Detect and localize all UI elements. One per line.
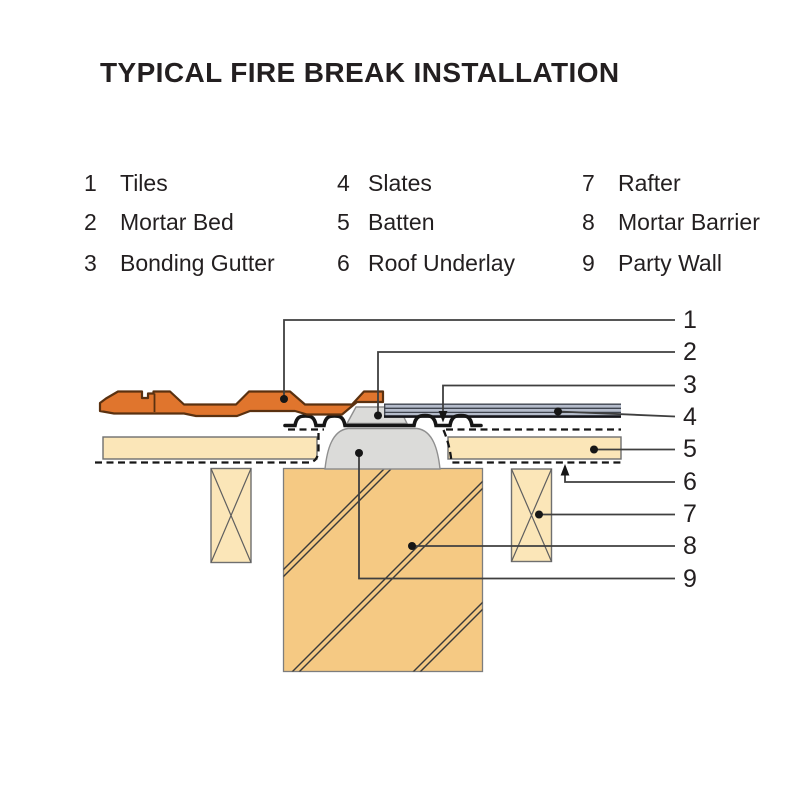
callout-number-6: 6 bbox=[683, 468, 697, 496]
leader-line-1 bbox=[283, 319, 675, 397]
legend-label: Rafter bbox=[618, 170, 681, 196]
legend-label: Party Wall bbox=[618, 250, 722, 276]
legend-label: Tiles bbox=[120, 170, 168, 196]
leader-line-2 bbox=[377, 351, 675, 413]
legend-item-mortar-bed: 2 Mortar Bed bbox=[84, 207, 234, 237]
tiles-shape bbox=[98, 390, 385, 418]
legend-number: 9 bbox=[582, 250, 595, 276]
legend-label: Bonding Gutter bbox=[120, 250, 275, 276]
callout-dot-5 bbox=[590, 445, 598, 454]
legend-item-party-wall: 9 Party Wall bbox=[582, 248, 722, 278]
legend-item-rafter: 7 Rafter bbox=[582, 168, 681, 198]
legend-item-tiles: 1 Tiles bbox=[84, 168, 168, 198]
callout-number-9: 9 bbox=[683, 565, 697, 593]
page-title: TYPICAL FIRE BREAK INSTALLATION bbox=[100, 57, 620, 88]
callout-dot-9 bbox=[355, 449, 363, 457]
batten-right-shape bbox=[447, 436, 622, 460]
callout-number-3: 3 bbox=[683, 371, 697, 399]
legend-number: 6 bbox=[337, 250, 350, 276]
down-arrow-icon bbox=[438, 411, 448, 423]
legend-item-bonding-gutter: 3 Bonding Gutter bbox=[84, 248, 275, 278]
bonding-gutter-shape bbox=[283, 413, 483, 428]
roof-underlay-dashed-line bbox=[95, 428, 621, 464]
legend-item-slates: 4 Slates bbox=[337, 168, 432, 198]
legend-number: 2 bbox=[84, 209, 97, 235]
rafter-left-shape bbox=[210, 467, 252, 564]
legend-item-batten: 5 Batten bbox=[337, 207, 435, 237]
callout-dot-2 bbox=[374, 411, 382, 420]
legend-label: Mortar Barrier bbox=[618, 209, 760, 235]
up-arrow-icon bbox=[560, 464, 570, 476]
legend-item-mortar-barrier: 8 Mortar Barrier bbox=[582, 207, 760, 237]
callout-dot-1 bbox=[280, 395, 288, 403]
legend-number: 1 bbox=[84, 170, 97, 196]
legend-number: 7 bbox=[582, 170, 595, 196]
legend-label: Roof Underlay bbox=[368, 250, 516, 276]
callout-number-1: 1 bbox=[683, 306, 697, 334]
callout-number-5: 5 bbox=[683, 435, 697, 463]
party-wall-hatch bbox=[283, 468, 483, 672]
legend-label: Slates bbox=[368, 170, 432, 196]
legend-number: 8 bbox=[582, 209, 595, 235]
callout-number-4: 4 bbox=[683, 403, 697, 431]
callout-number-2: 2 bbox=[683, 338, 697, 366]
legend-number: 3 bbox=[84, 250, 97, 276]
leader-line-4 bbox=[557, 410, 676, 418]
callout-number-7: 7 bbox=[683, 500, 697, 528]
callout-dot-8 bbox=[408, 542, 416, 550]
leader-line-3 bbox=[442, 384, 675, 412]
leader-line-6 bbox=[564, 474, 675, 483]
callout-dot-7 bbox=[535, 510, 543, 519]
legend-number: 4 bbox=[337, 170, 350, 196]
callout-dot-4 bbox=[554, 407, 562, 416]
party-wall-shape bbox=[282, 467, 484, 673]
mortar-barrier-shape bbox=[324, 427, 441, 470]
callout-leader-lines bbox=[280, 319, 676, 580]
legend-label: Batten bbox=[368, 209, 435, 235]
leader-line-9 bbox=[358, 453, 675, 580]
callout-number-8: 8 bbox=[683, 532, 697, 560]
batten-left-shape bbox=[102, 436, 318, 460]
legend-item-roof-underlay: 6 Roof Underlay bbox=[337, 248, 515, 278]
legend-number: 5 bbox=[337, 209, 350, 235]
legend-label: Mortar Bed bbox=[120, 209, 234, 235]
